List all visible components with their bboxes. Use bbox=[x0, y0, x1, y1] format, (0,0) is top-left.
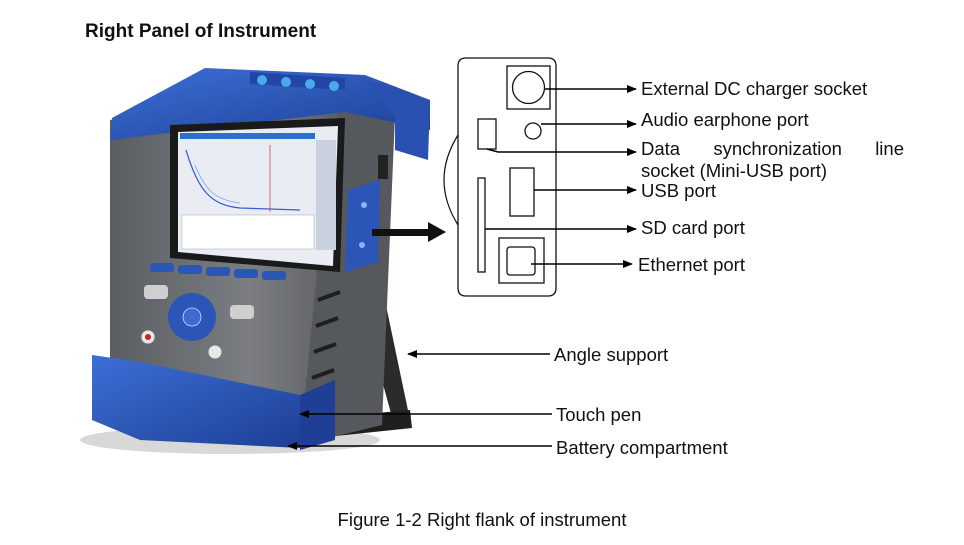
side-bumper bbox=[365, 80, 430, 160]
label-data-sync: Data synchronization line socket (Mini-U… bbox=[641, 138, 904, 182]
screen-table bbox=[181, 214, 315, 250]
soft-key-2 bbox=[178, 265, 202, 274]
ethernet-port bbox=[506, 246, 536, 276]
right-button bbox=[230, 305, 254, 319]
top-flank-slot bbox=[378, 155, 388, 179]
power-button-dot bbox=[145, 334, 151, 340]
port-cover-dot-2 bbox=[359, 242, 365, 248]
label-data-sync-line2: socket (Mini-USB port) bbox=[641, 160, 828, 181]
soft-key-5 bbox=[262, 271, 286, 280]
screen-title-bar bbox=[180, 133, 315, 139]
label-data-sync-line1: Data synchronization line bbox=[641, 138, 904, 159]
vent-2 bbox=[315, 316, 339, 328]
audio-port bbox=[524, 122, 542, 140]
instrument-illustration bbox=[80, 68, 446, 454]
navigation-pad-center bbox=[182, 307, 202, 327]
screen-side-menu bbox=[316, 140, 336, 250]
figure-caption: Figure 1-2 Right flank of instrument bbox=[337, 509, 627, 530]
label-touch-pen: Touch pen bbox=[556, 404, 642, 425]
second-round-button bbox=[207, 344, 223, 360]
diagram-heading: Right Panel of Instrument bbox=[85, 21, 317, 42]
trace-curve bbox=[185, 149, 301, 211]
label-ethernet-port: Ethernet port bbox=[638, 254, 745, 275]
left-button bbox=[144, 285, 168, 299]
leader-lines bbox=[287, 85, 637, 450]
top-bumper bbox=[110, 68, 430, 140]
trace-curve-2 bbox=[194, 164, 241, 204]
vent-3 bbox=[313, 342, 337, 354]
top-connector-3 bbox=[305, 79, 315, 89]
label-usb-port: USB port bbox=[641, 180, 717, 201]
dc-socket bbox=[511, 70, 546, 105]
sd-card-slot bbox=[477, 177, 486, 273]
right-panel-detail bbox=[443, 57, 557, 297]
soft-key-3 bbox=[206, 267, 230, 276]
bottom-bumper bbox=[92, 355, 300, 448]
top-connectors bbox=[250, 72, 345, 90]
vent-4 bbox=[311, 368, 335, 380]
label-audio-port: Audio earphone port bbox=[641, 109, 809, 130]
bottom-bumper-right bbox=[300, 380, 335, 450]
port-cover bbox=[345, 180, 380, 272]
top-connector-4 bbox=[329, 81, 339, 91]
top-connector-1 bbox=[257, 75, 267, 85]
label-sd-port: SD card port bbox=[641, 217, 745, 238]
label-angle-support: Angle support bbox=[554, 344, 669, 365]
soft-key-4 bbox=[234, 269, 258, 278]
leader-mini-usb bbox=[486, 148, 637, 156]
label-dc-charger: External DC charger socket bbox=[641, 78, 868, 99]
zoom-pointer-arrow bbox=[372, 222, 446, 242]
label-battery: Battery compartment bbox=[556, 437, 728, 458]
vent-1 bbox=[317, 290, 341, 302]
soft-key-1 bbox=[150, 263, 174, 272]
mini-usb-port bbox=[477, 118, 497, 150]
panel-side-curve bbox=[443, 134, 459, 226]
usb-port bbox=[509, 167, 535, 217]
port-cover-dot-1 bbox=[361, 202, 367, 208]
top-connector-2 bbox=[281, 77, 291, 87]
